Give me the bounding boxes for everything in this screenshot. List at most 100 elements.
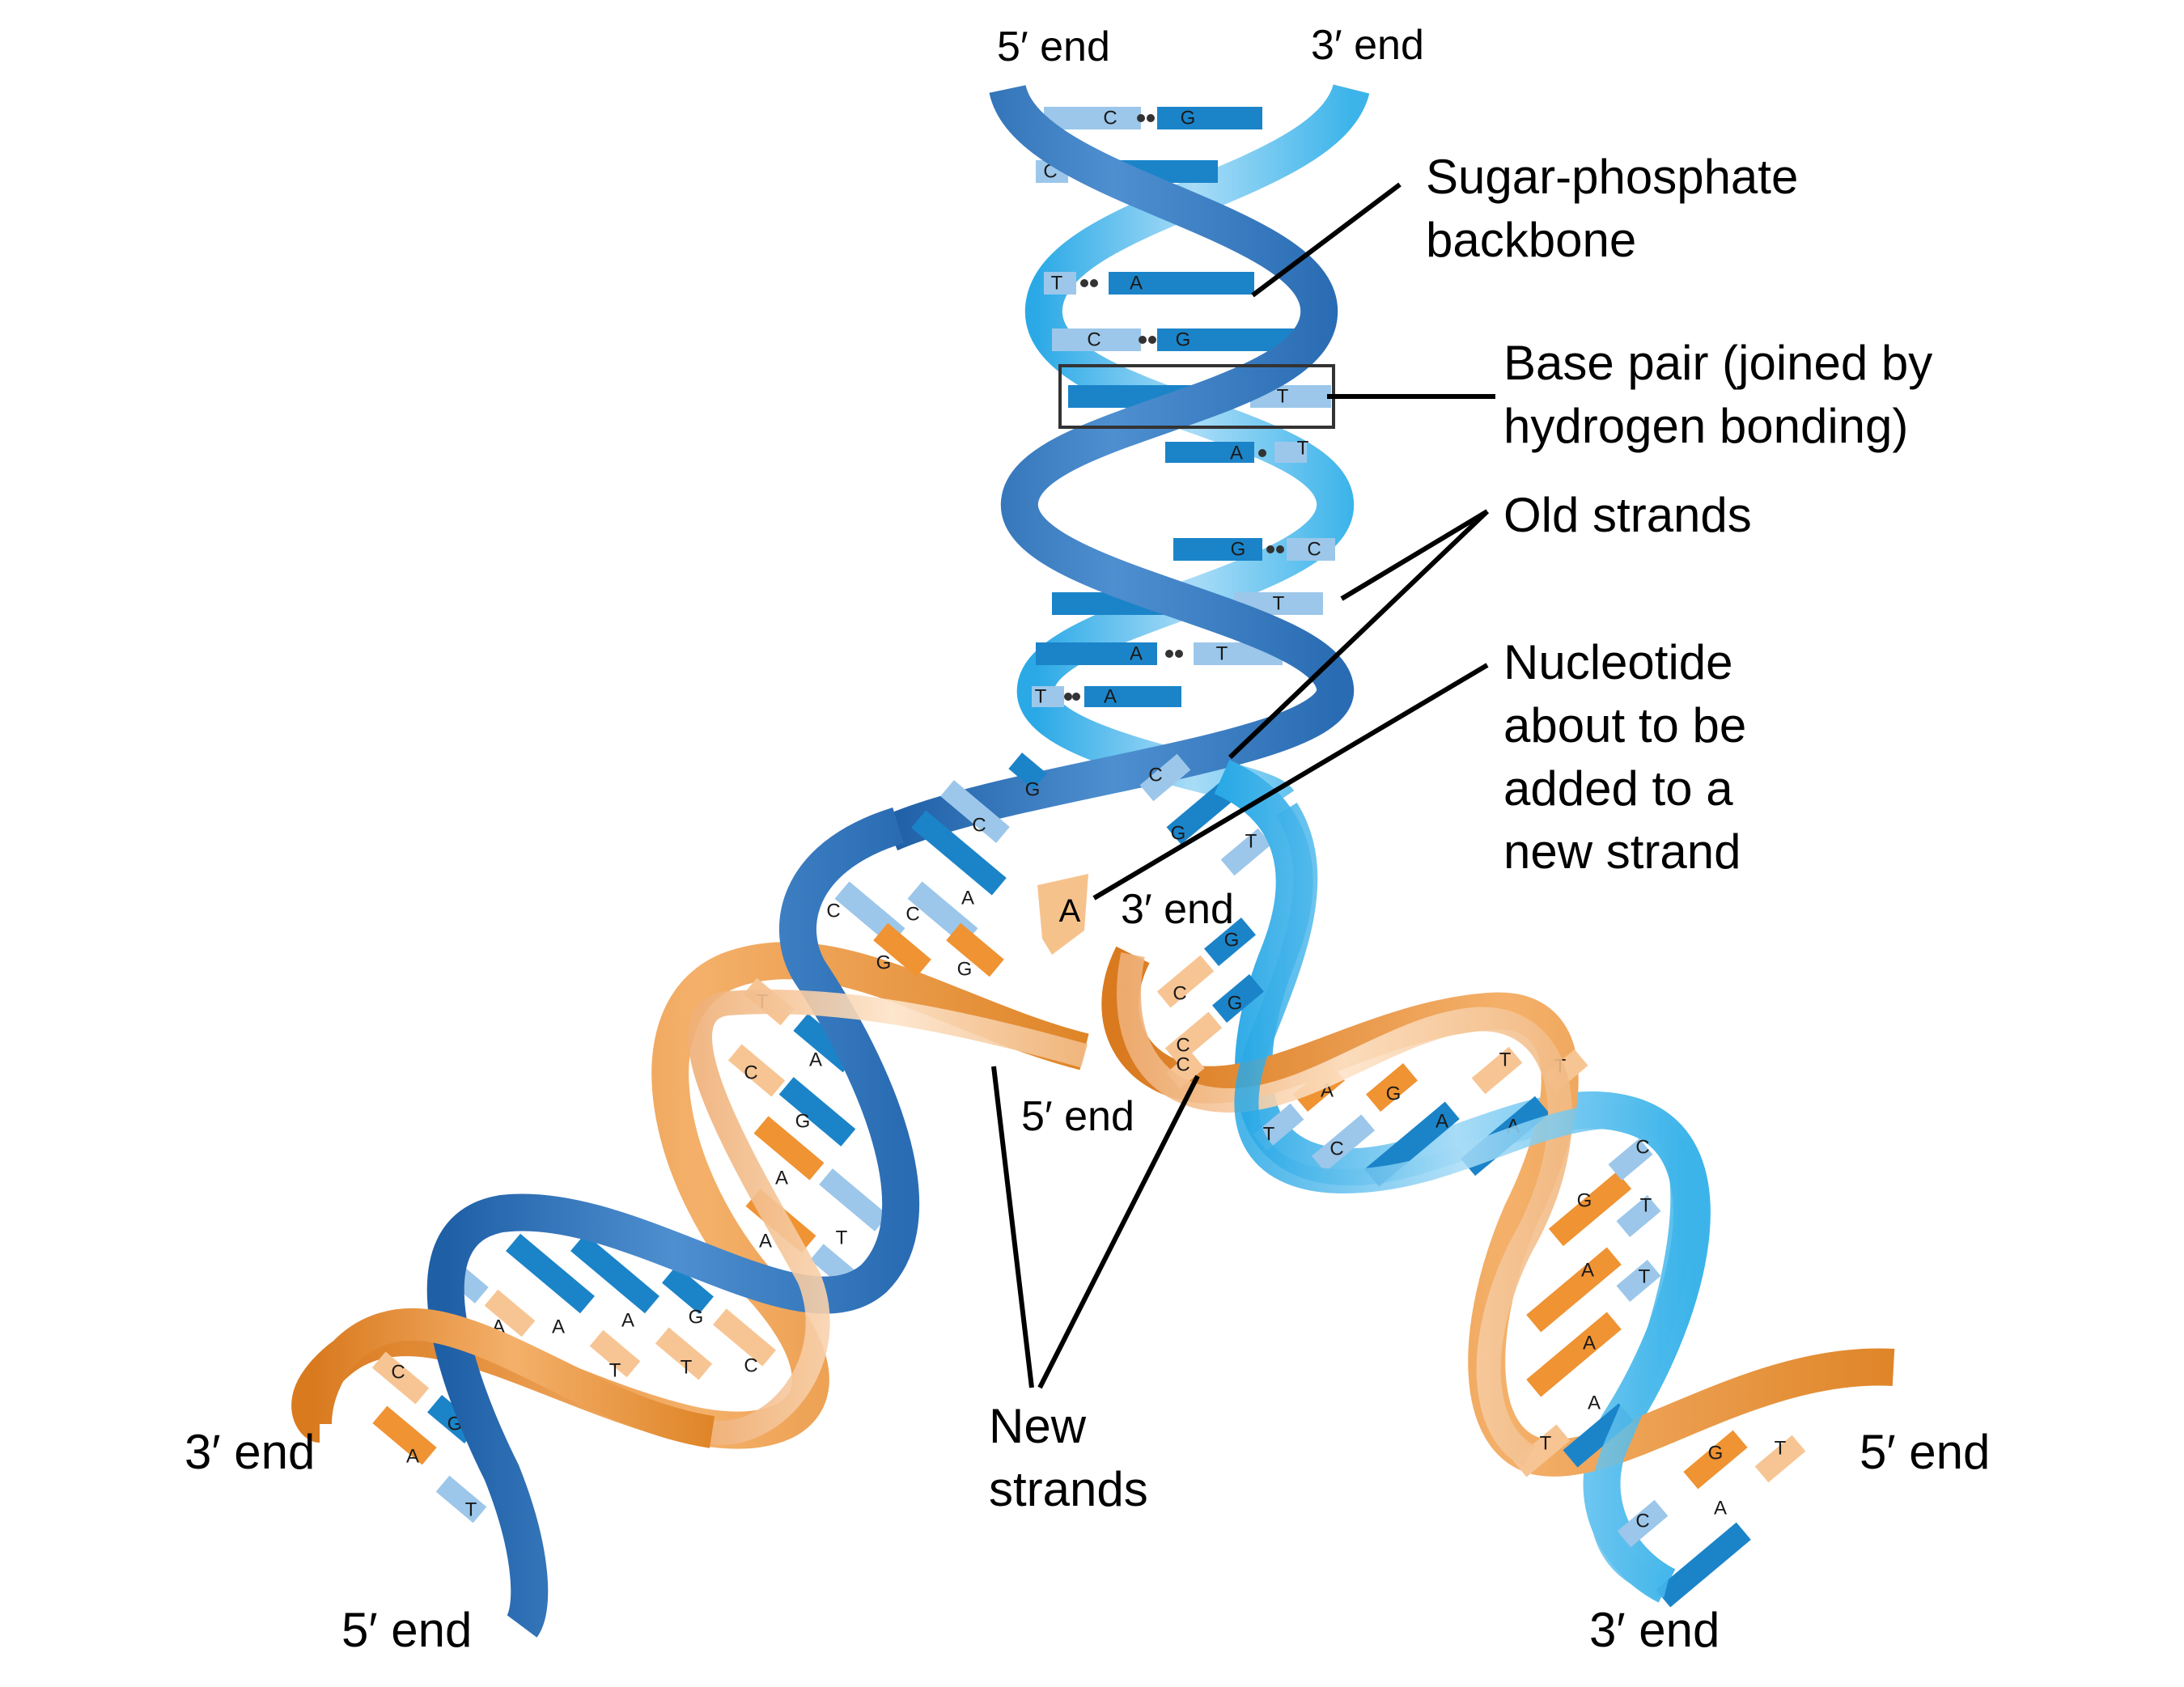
svg-text:C: C [1087,329,1100,351]
svg-text:A: A [406,1446,419,1468]
nucleotide-label: Nucleotide about to be added to a new st… [1503,631,1746,884]
new-strand-left-front [688,990,1088,1445]
left-3-end-label: 3′ end [184,1425,316,1479]
svg-text:A: A [1230,443,1243,464]
svg-text:G: G [1176,329,1191,351]
nucleotide-line-4: new strand [1503,824,1741,879]
svg-text:A: A [1130,273,1143,295]
svg-text:T: T [1297,438,1309,460]
new-strand-left-lower [299,1308,715,1448]
svg-text:C: C [905,904,919,926]
left-5-end-label: 5′ end [341,1603,473,1657]
nucleotide-line-1: Nucleotide [1503,635,1733,689]
svg-text:T: T [1245,831,1257,853]
base-pair-line-2: hydrogen bonding) [1503,399,1909,453]
svg-text:C: C [1635,1511,1649,1532]
svg-text:A: A [1104,686,1117,708]
left-daughter-helix: CG CG TA CG AT AT TA AT AT GC CG AT [291,807,1089,1638]
sugar-phosphate-line-2: backbone [1426,213,1637,267]
leader-old-strands-a [1340,509,1489,601]
top-5-end-label: 5′ end [997,23,1110,70]
new-strands-label: New strands [989,1395,1148,1521]
right-daughter-helix: CG CG C TA CG AT AT GC AT AT A T CG AT [1101,759,1895,1608]
svg-text:A: A [1130,643,1143,665]
old-strand-left-front [426,807,919,1638]
svg-text:G: G [1224,930,1240,952]
base-pair-label: Base pair (joined by hydrogen bonding) [1503,332,1932,458]
svg-text:A: A [621,1310,634,1332]
right-5-end-label: 5′ end [1860,1425,1991,1479]
free-nucleotide [1037,874,1088,955]
svg-text:T: T [609,1360,621,1382]
svg-text:C: C [1103,108,1117,129]
svg-text:T: T [1640,1195,1652,1217]
old-strand-dark [882,83,1354,851]
svg-text:C: C [826,901,840,922]
svg-text:C: C [1329,1138,1343,1160]
svg-text:A: A [552,1316,565,1338]
svg-text:G: G [1228,993,1243,1015]
svg-text:T: T [681,1357,693,1379]
svg-text:C: C [972,815,986,837]
svg-text:C: C [1307,539,1321,561]
svg-text:A: A [775,1168,788,1189]
svg-text:T: T [465,1499,477,1521]
svg-text:G: G [1025,779,1041,801]
svg-text:G: G [1577,1190,1592,1212]
base-pair-line-1: Base pair (joined by [1503,336,1933,390]
leader-nucleotide [1092,663,1489,901]
svg-text:T: T [1273,593,1285,615]
nucleotide-line-3: added to a [1503,761,1733,816]
svg-text:C: C [1173,983,1186,1005]
svg-text:G: G [795,1111,811,1133]
old-strand-right-front [1234,803,1695,1598]
svg-text:G: G [876,952,892,974]
svg-text:C: C [744,1355,757,1377]
svg-text:C: C [744,1062,757,1084]
svg-text:G: G [1181,108,1196,129]
nucleotide-line-2: about to be [1503,698,1747,752]
old-strand-light [1017,83,1370,815]
leader-lines [991,182,1495,1389]
free-nucleotide-base: A [1058,893,1081,929]
right-base-pairs: CG CG C TA CG AT AT GC AT AT A T CG AT [1156,917,1806,1608]
svg-text:T: T [1639,1266,1651,1288]
svg-text:T: T [1277,386,1289,408]
svg-text:T: T [1035,686,1047,708]
svg-text:G: G [689,1307,704,1329]
svg-text:A: A [759,1231,772,1253]
svg-text:A: A [1581,1260,1594,1282]
svg-text:G: G [1386,1083,1402,1105]
top-3-end-label: 3′ end [1311,22,1424,69]
fork-3-end-label: 3′ end [1121,886,1234,933]
svg-text:T: T [1051,273,1063,295]
leader-old-strands-b [1228,509,1490,760]
svg-text:T: T [1499,1049,1512,1071]
svg-text:T: T [1540,1433,1552,1455]
svg-text:T: T [836,1227,848,1249]
svg-text:A: A [1436,1111,1448,1133]
fork-unpaired-bases: G C A C G T [911,752,1272,909]
sugar-phosphate-line-1: Sugar-phosphate [1426,150,1799,204]
svg-text:C: C [1176,1035,1190,1057]
new-strands-line-1: New [989,1399,1087,1453]
svg-text:G: G [1231,539,1246,561]
svg-text:A: A [961,888,974,909]
sugar-phosphate-label: Sugar-phosphate backbone [1426,146,1798,272]
leader-sugar-phosphate [1251,182,1402,298]
svg-text:A: A [1588,1392,1601,1414]
svg-text:C: C [1176,1054,1190,1076]
svg-text:A: A [809,1049,822,1071]
new-strands-line-2: strands [989,1462,1148,1516]
svg-text:C: C [1635,1137,1649,1159]
svg-text:G: G [957,959,973,981]
